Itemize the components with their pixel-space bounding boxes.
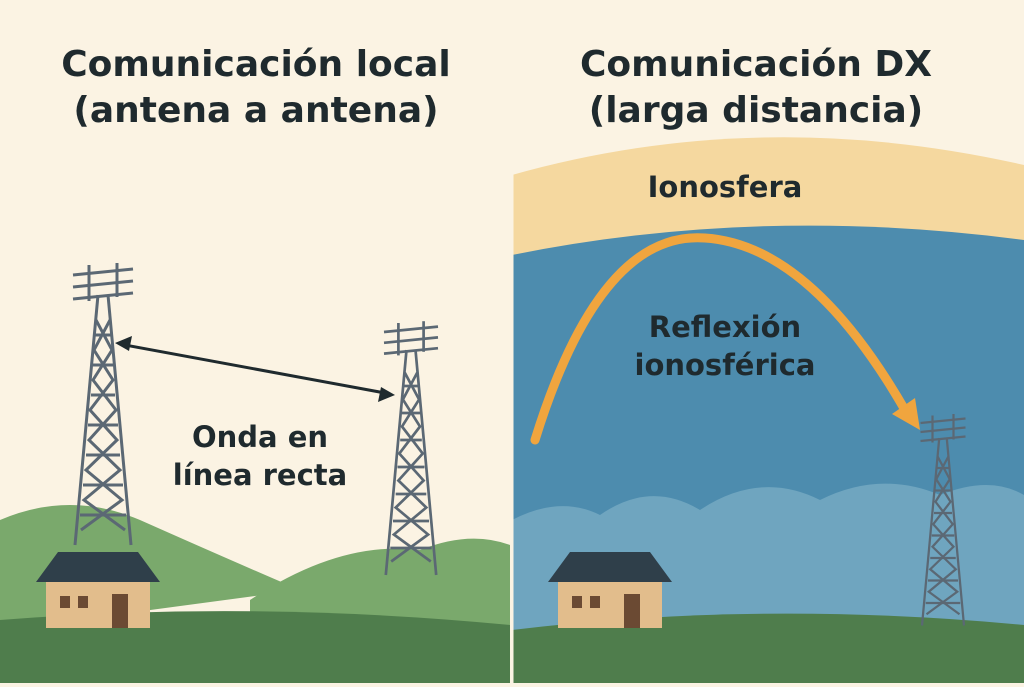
ionosphere-label: Ionosfera (647, 170, 803, 204)
ionospheric-reflection-arrow (530, 233, 920, 445)
wave-label-line2: línea recta (172, 458, 348, 492)
left-house-icon (36, 552, 160, 628)
wave-label-line1: Onda en (191, 420, 329, 454)
right-house-icon (548, 552, 672, 628)
left-title: Comunicación local (antena a antena) (0, 42, 512, 134)
right-title: Comunicación DX (larga distancia) (500, 42, 1012, 134)
right-panel-background (512, 137, 1024, 684)
right-tower-icon (382, 319, 440, 577)
left-title-line1: Comunicación local (61, 44, 451, 85)
wave-label: Onda en línea recta (140, 418, 380, 494)
reflection-label: Reflexión ionosférica (600, 308, 850, 384)
left-ground (0, 611, 510, 683)
right-title-line1: Comunicación DX (579, 44, 933, 85)
left-tower-icon (71, 261, 135, 547)
reflection-label-line1: Reflexión (648, 310, 802, 344)
line-of-sight-arrow (115, 336, 395, 402)
right-ground (512, 613, 1024, 683)
right-title-line2: (larga distancia) (588, 90, 924, 131)
left-title-line2: (antena a antena) (73, 90, 439, 131)
reflection-label-line2: ionosférica (634, 348, 816, 382)
